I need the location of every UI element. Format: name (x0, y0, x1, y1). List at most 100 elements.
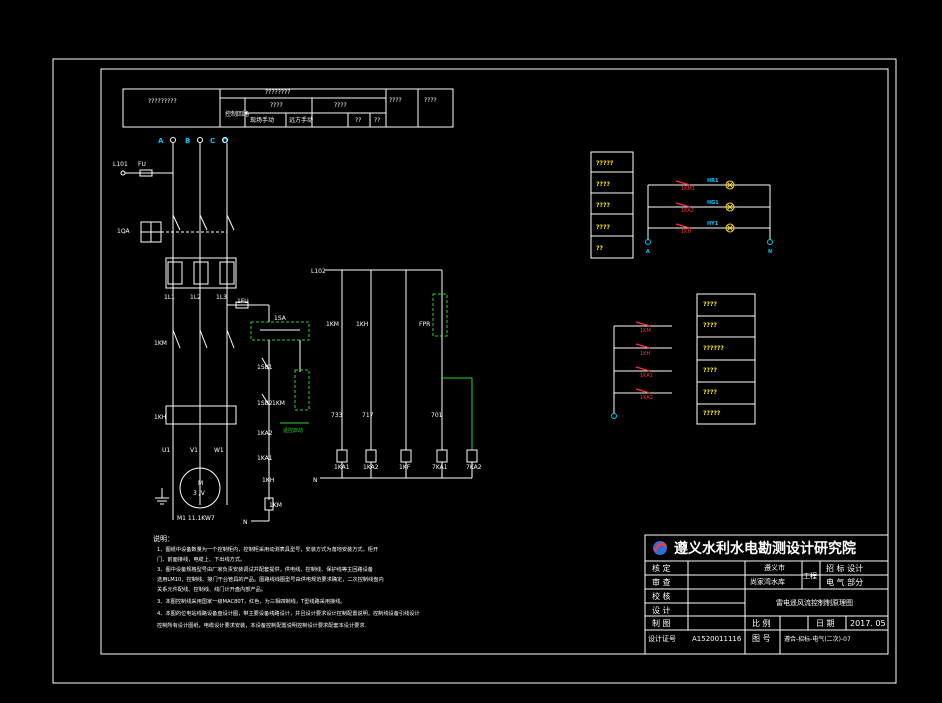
phase-o-label: O (222, 137, 228, 145)
signal-label-6: ????? (703, 410, 721, 417)
stage: 招 标 设计 (826, 563, 863, 573)
km-coil-label: 1KM (269, 502, 282, 509)
motor-rating: M1 11.1KW7 (177, 515, 215, 522)
header-cell-1: ????????? (148, 98, 177, 105)
relay-section: L102 1KM 1KH FPR 733 717 701 1KA1 1KA2 1… (311, 268, 482, 484)
note-line-5: 关系元件配线、控制线、线门计开盘内部产品。 (157, 585, 266, 593)
date-value: 2017. 05 (850, 619, 886, 628)
relay-contact-3: FPR (419, 321, 430, 328)
header-cell-7: 远方手动 (289, 116, 313, 124)
lamp-name-3: HY1 (707, 221, 719, 227)
bus-right-label: N (768, 249, 772, 255)
ka1-label: 1KA1 (257, 455, 273, 462)
header-cell-11: ???? (424, 97, 437, 104)
role-check: 校 核 (652, 591, 671, 601)
note-line-7: 4、本图的位电站线路设备盘设计图，带主要设备线路设计，并且设计要求设计控制配置说… (157, 609, 420, 617)
motor-symbol (179, 467, 221, 509)
relay-num-2: 717 (362, 412, 374, 419)
lamp-relay-1: 1KM1 (681, 186, 695, 192)
signal-relay-2: 1KH (640, 351, 650, 357)
outer-frame (52, 58, 897, 684)
role-review: 审 查 (652, 577, 671, 587)
signal-label-2: ???? (703, 322, 717, 329)
header-cell-10: ???? (389, 97, 402, 104)
scale-label: 比 例 (752, 618, 771, 628)
v-label: V1 (190, 447, 198, 454)
signal-relay-1: 1KM (640, 328, 651, 334)
remote-label: 遥控启动 (283, 427, 303, 434)
l102-label: L102 (311, 268, 326, 275)
bus-left-label: A (646, 249, 650, 255)
note-line-8: 控制所有设计图纸，电缆设计要求安装，本设备控制配置说明控制设计要求配套本设计要求… (157, 621, 367, 629)
lamp-icon-1 (725, 180, 735, 190)
l3-label: 1L3 (216, 294, 227, 301)
signal-panel: ???? ???? ?????? ???? ???? ????? 1KM 1KH… (611, 293, 756, 425)
lamp-label-5: ?? (596, 245, 603, 252)
coil-3: 1KF (399, 464, 411, 471)
phase-b-label: B (185, 137, 190, 145)
coil-4: 7KA1 (432, 464, 448, 471)
note-line-1: 1、图纸中设备数量为一个控制柜内，控制柜采用动测表具型号，安装方式为落地安装方式… (157, 545, 378, 553)
signal-label-5: ???? (703, 389, 717, 396)
signal-relay-3: 1KA1 (640, 373, 653, 379)
header-cell-4: ???? (270, 102, 283, 109)
km-aux-label: 1KM (272, 400, 285, 407)
relay-num-3: 701 (431, 412, 443, 419)
drawing-title: 雷电遥风流控制制原理图 (776, 598, 853, 607)
phase-a-label: A (158, 137, 164, 145)
role-draw: 制 图 (652, 618, 671, 628)
header-cell-9: ?? (374, 117, 380, 124)
role-approve: 核 定 (652, 563, 671, 573)
cert-number: A1520011116 (692, 635, 742, 643)
lamp-icon-2 (725, 202, 735, 212)
sb2-label: 1SB2 (257, 400, 273, 407)
header-cell-8: ?? (355, 117, 361, 124)
note-line-2: 门、前面接线，电缆上、下出线方式。 (157, 555, 245, 563)
project-suffix: 工程 (803, 571, 817, 580)
note-line-4: 选用LM10、控制线、接门干台管具的产品。图路线线图型号由供电规范要求确定，二次… (157, 575, 384, 583)
notes: 说明： 1、图纸中设备数量为一个控制柜内，控制柜采用动测表具型号，安装方式为落地… (153, 534, 420, 629)
relay-contact-2: 1KH (356, 321, 368, 328)
title-block: 遵义水利水电勘测设计研究院 核 定 审 查 校 核 设 计 制 图 设计证号 A… (644, 534, 889, 655)
motor-spec: 3 /V (193, 490, 206, 497)
relay-contact-1: 1KM (326, 321, 339, 328)
kh-label: 1KH (154, 414, 166, 421)
w-label: W1 (214, 447, 224, 454)
l101-label: L101 (113, 161, 128, 168)
relay-num-1: 733 (331, 412, 343, 419)
fu-label: FU (138, 161, 146, 168)
lamp-label-2: ???? (596, 181, 610, 188)
lamp-label-3: ???? (596, 202, 610, 209)
lamp-label-4: ???? (596, 224, 610, 231)
motor-m: M (198, 480, 203, 487)
l1-label: 1L1 (164, 294, 175, 301)
note-line-3: 3、图中设备规格型号由厂家负责安装调试并配套提供，供电线、控制线、保护线等主回路… (157, 565, 374, 573)
header-cell-3: 控制回路 (225, 110, 249, 118)
signal-relay-4: 1KA2 (640, 395, 653, 401)
signal-label-3: ?????? (703, 345, 724, 352)
sb1-label: 1SB1 (257, 364, 273, 371)
header-cell-5: ???? (334, 102, 347, 109)
lamp-icon-3 (725, 223, 735, 233)
sa-label: 1SA (274, 315, 287, 322)
header-table: ????????? ???????? 控制回路 ???? ???? 现场手动 远… (122, 88, 454, 128)
signal-label-4: ???? (703, 367, 717, 374)
signal-label-1: ???? (703, 301, 717, 308)
phase-c-label: C (210, 137, 215, 145)
role-design: 设 计 (652, 605, 671, 615)
project-name: 尚家湾水库 (750, 577, 785, 586)
control-circuit: 1FU 1SA 1SB1 1SB2 1KM 遥控启动 1KA2 1KA1 1KH… (227, 298, 310, 526)
l2-label: 1L2 (190, 294, 201, 301)
header-cell-2: ???????? (265, 89, 290, 96)
lamp-relay-2: 1KA2 (681, 208, 694, 214)
lamp-name-1: HR1 (707, 178, 719, 184)
lamp-relay-3: 1KH (681, 229, 691, 235)
lamp-panel: ????? ???? ???? ???? ?? 1KM1 1KA2 1KH HR… (590, 151, 773, 259)
org-name: 遵义水利水电勘测设计研究院 (674, 540, 856, 557)
city: 遵义市 (764, 563, 785, 572)
relay-n-label: N (313, 477, 318, 484)
header-cell-6: 现场手动 (250, 116, 274, 124)
qa-label: 1QA (117, 228, 131, 235)
lamp-name-2: HG1 (707, 200, 719, 206)
drawing-no-label: 图 号 (752, 634, 771, 643)
